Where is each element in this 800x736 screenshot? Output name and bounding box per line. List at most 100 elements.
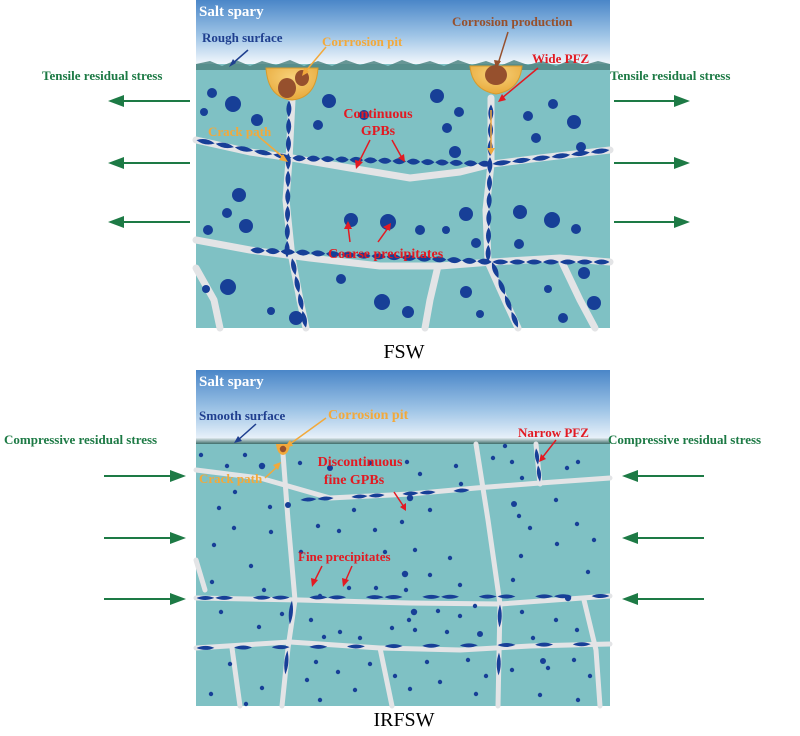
- grain-boundary-precipitate: [284, 650, 289, 675]
- grain-boundary-precipitate: [363, 157, 378, 164]
- grain-boundary-precipitate: [286, 117, 292, 135]
- grain-boundary-precipitate: [593, 259, 610, 265]
- precipitate-particle: [502, 443, 508, 449]
- precipitate-particle: [403, 587, 409, 593]
- precipitate-particle: [404, 459, 410, 465]
- grain-boundary: [192, 264, 224, 332]
- grain-boundary-precipitate: [371, 253, 386, 260]
- grain-boundary-precipitate: [526, 259, 543, 265]
- grain-boundary-precipitate: [591, 594, 610, 599]
- precipitate-particle: [337, 629, 343, 635]
- precipitate-particle: [518, 553, 524, 559]
- compressive-arrow-right: [622, 593, 704, 605]
- fsw-stress-arrows: [108, 95, 690, 228]
- precipitate-particle: [242, 452, 248, 458]
- precipitate-particle: [203, 225, 213, 235]
- tensile-arrow-right: [614, 216, 690, 228]
- grain-boundary-precipitate: [497, 594, 516, 599]
- precipitate-particle: [239, 219, 253, 233]
- fsw-gpb-label-line1: Continuous: [343, 107, 413, 122]
- grain-boundary-precipitate: [286, 100, 292, 118]
- corrosion-product-blob: [278, 78, 296, 98]
- grain-boundary-precipitate: [250, 247, 265, 254]
- grain-boundary-precipitate: [326, 251, 341, 258]
- grain-boundary-precipitate: [265, 248, 280, 255]
- precipitate-particle: [359, 110, 369, 120]
- grain-boundary-precipitate: [486, 192, 492, 209]
- precipitate-particle: [222, 208, 232, 218]
- grain-boundary-precipitate: [298, 293, 304, 311]
- precipitate-particle: [457, 613, 463, 619]
- precipitate-particle: [382, 549, 388, 555]
- grain-boundary-precipitate: [535, 594, 554, 599]
- grain-boundary-precipitate: [512, 157, 531, 164]
- grain-boundary-precipitate: [196, 595, 215, 600]
- precipitate-particle: [471, 238, 481, 248]
- precipitate-particle: [564, 594, 572, 602]
- precipitate-particle: [304, 677, 310, 683]
- compressive-arrow-left: [104, 593, 186, 605]
- precipitate-particle: [268, 529, 274, 535]
- fsw-gpb-label-line2: GPBs: [361, 124, 396, 139]
- grain-boundary-precipitate: [551, 153, 571, 159]
- precipitate-particle: [574, 521, 580, 527]
- fsw-corrosion-pit-label: Corrrosion pit: [322, 34, 403, 49]
- precipitate-particle: [490, 455, 496, 461]
- grain-boundary-precipitate: [285, 188, 291, 205]
- grain-boundary-precipitate: [496, 652, 501, 676]
- precipitate-particle: [412, 547, 418, 553]
- grain-boundary-precipitate: [384, 644, 403, 649]
- precipitate-particle: [567, 115, 581, 129]
- precipitate-particle: [544, 212, 560, 228]
- precipitate-particle: [511, 501, 517, 507]
- precipitate-particle: [401, 570, 409, 578]
- grain-boundary: [556, 254, 599, 332]
- precipitate-particle: [207, 88, 217, 98]
- precipitate-particle: [231, 525, 237, 531]
- grain-boundary-precipitate: [504, 295, 512, 312]
- irfsw-pfz-label: Narrow PFZ: [518, 425, 589, 440]
- irfsw-panel: Salt spary Smooth surface Corrosion pit …: [4, 370, 761, 731]
- precipitate-particle: [317, 593, 323, 599]
- precipitate-particle: [412, 627, 418, 633]
- compressive-arrow-left: [104, 470, 186, 482]
- precipitate-particle: [564, 465, 570, 471]
- precipitate-particle: [357, 635, 363, 641]
- fsw-corrosion-pit-right: [469, 65, 523, 95]
- precipitate-particle: [430, 89, 444, 103]
- irfsw-salt-spray-zone: [196, 370, 610, 442]
- grain-boundary-precipitate: [590, 148, 610, 154]
- precipitate-particle: [367, 460, 373, 466]
- precipitate-particle: [558, 313, 568, 323]
- grain-boundary-precipitate: [419, 490, 436, 495]
- precipitate-particle: [380, 214, 396, 230]
- grain-boundary-precipitate: [356, 252, 371, 259]
- precipitate-particle: [259, 685, 265, 691]
- precipitate-particle: [473, 691, 479, 697]
- precipitate-particle: [454, 107, 464, 117]
- precipitate-particle: [510, 577, 516, 583]
- grain-boundary-precipitate: [406, 158, 421, 165]
- precipitate-particle: [406, 494, 414, 502]
- irfsw-gpb-label-line1: Discontinuous: [318, 455, 403, 470]
- grain-boundary-precipitate: [401, 254, 416, 261]
- grain-boundary-precipitate: [422, 594, 441, 599]
- precipitate-particle: [513, 205, 527, 219]
- precipitate-particle: [410, 608, 418, 616]
- grain-boundary-precipitate: [431, 256, 447, 263]
- fsw-stress-left-label: Tensile residual stress: [42, 68, 162, 83]
- grain-boundary-precipitate: [459, 643, 478, 648]
- grain-boundary-precipitate: [196, 139, 215, 145]
- grain-boundary-precipitate: [571, 150, 590, 157]
- precipitate-particle: [472, 603, 478, 609]
- grain-boundary-precipitate: [509, 259, 526, 265]
- fsw-corrosion-product-label: Corrosion production: [452, 14, 573, 29]
- precipitate-particle: [435, 608, 441, 614]
- irfsw-stress-right-label: Compressive residual stress: [608, 432, 761, 447]
- grain-boundary-precipitate: [441, 594, 459, 599]
- irfsw-gpb-label-line2: fine GPBs: [324, 473, 385, 488]
- precipitate-particle: [279, 611, 285, 617]
- irfsw-stress-left-label: Compressive residual stress: [4, 432, 157, 447]
- precipitate-particle: [553, 497, 559, 503]
- precipitate-particle: [553, 617, 559, 623]
